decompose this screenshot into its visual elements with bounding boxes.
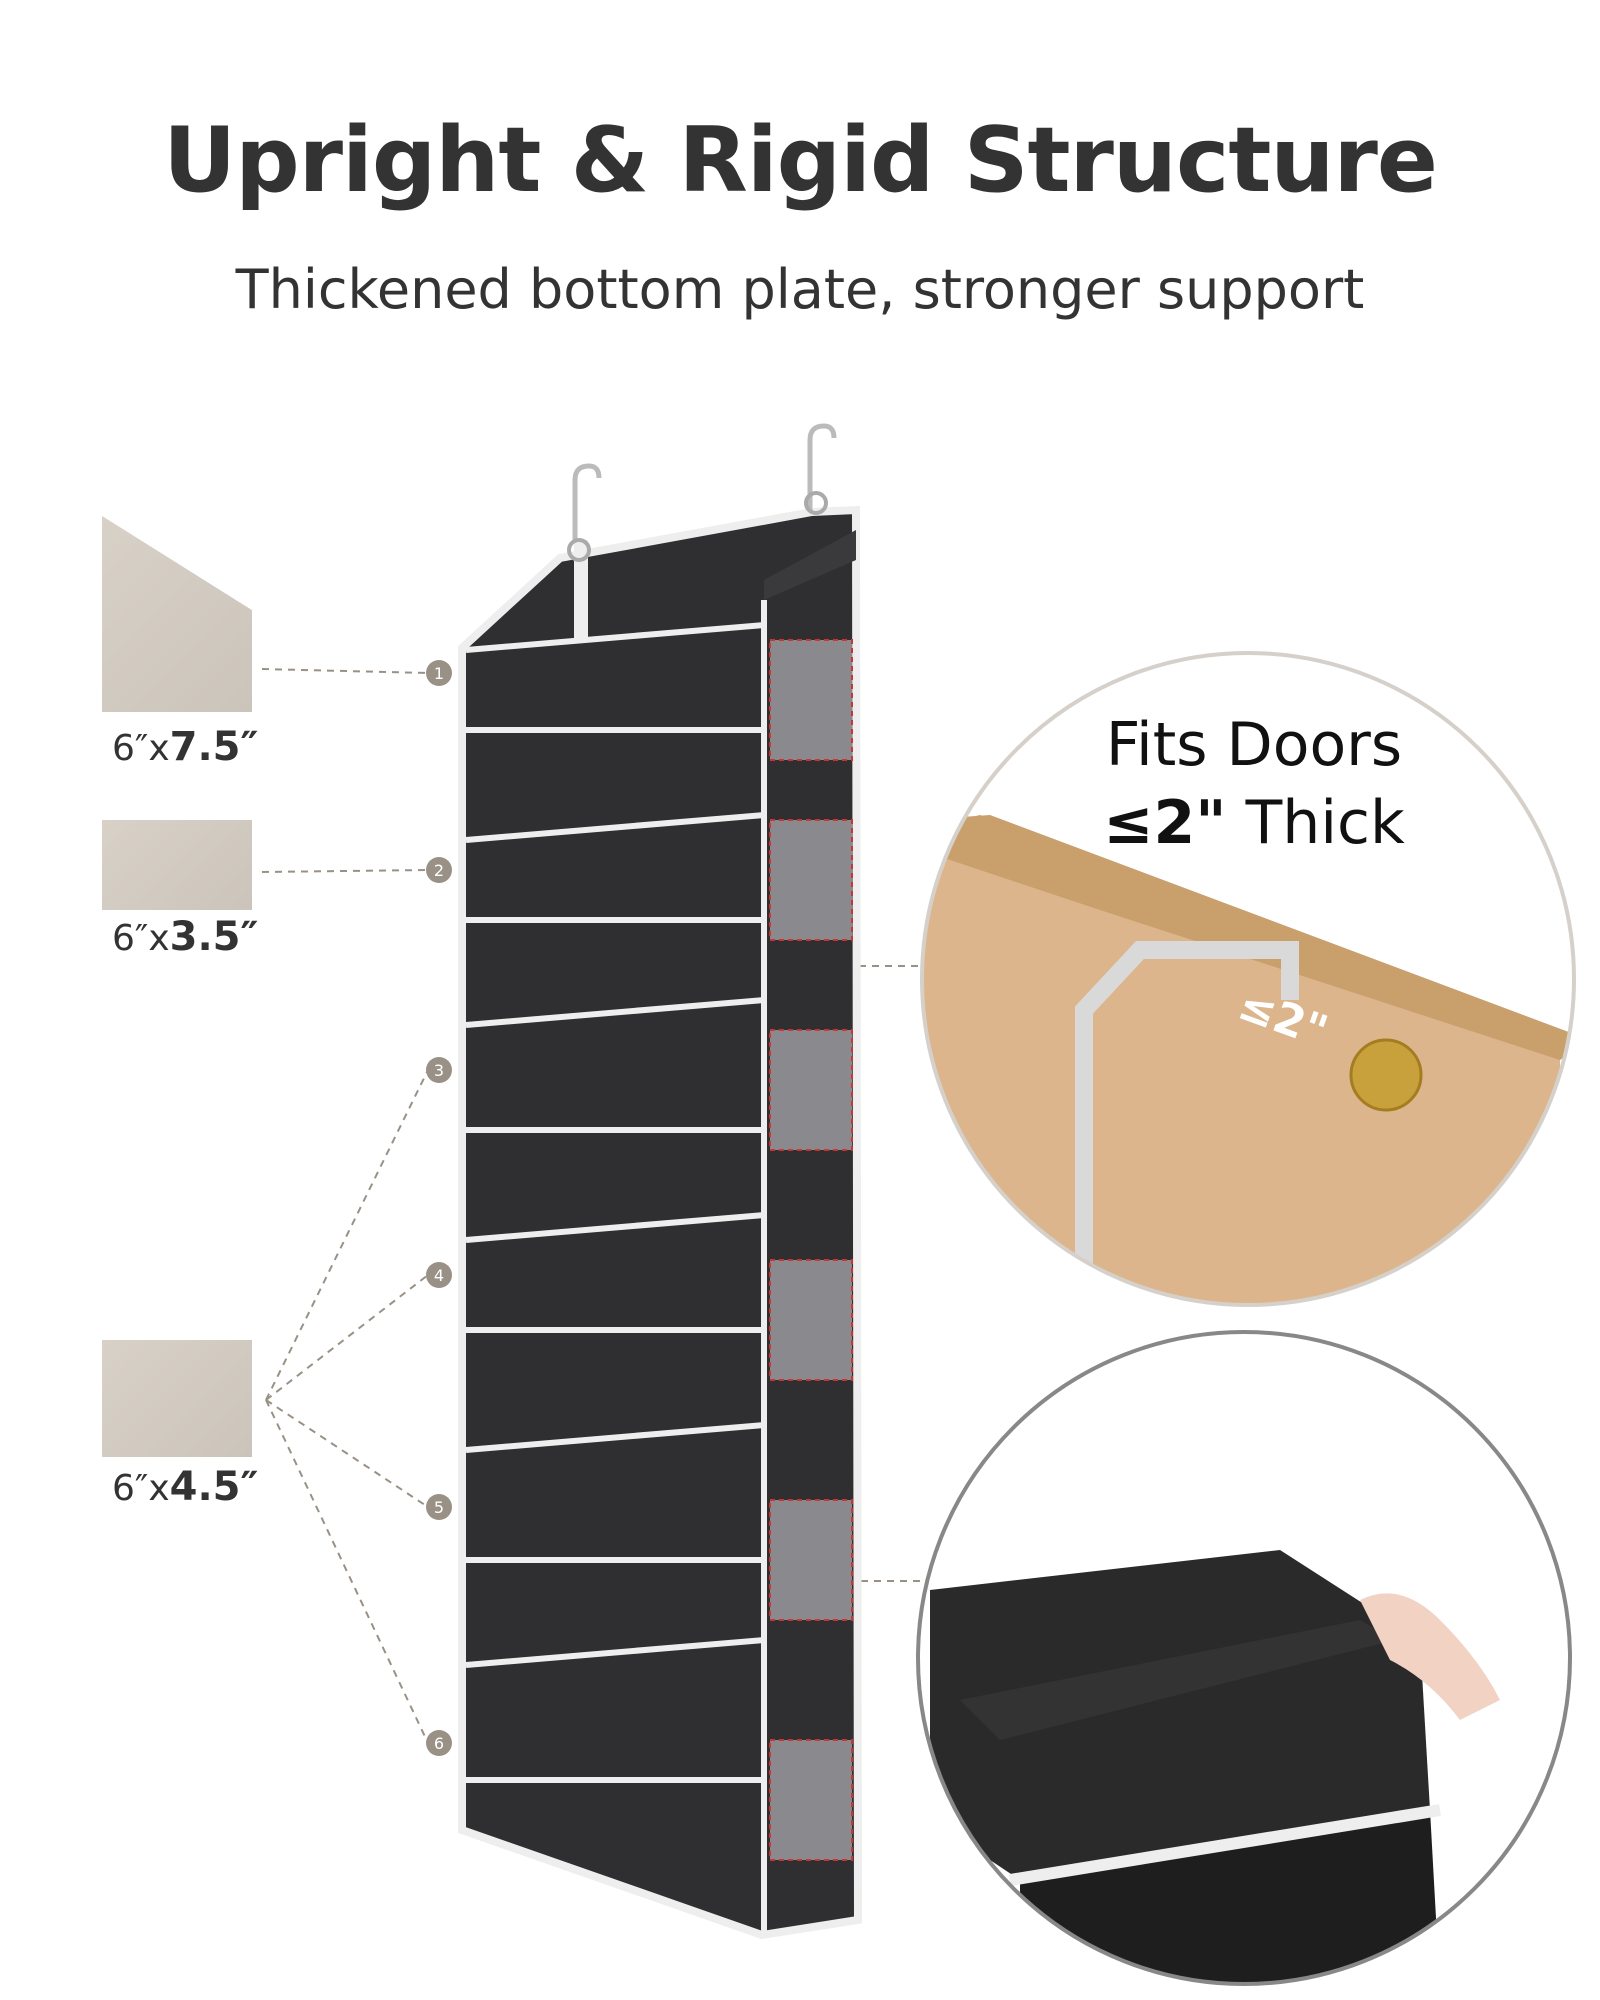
bottom-plate-detail [918,1332,1570,1984]
mesh-side-pocket [769,1499,853,1621]
shelf-marker [426,1730,452,1756]
shelf-marker [426,1494,452,1520]
shelf-marker [426,857,452,883]
mesh-side-pocket [769,639,853,761]
shelf-marker-number: 5 [434,1498,444,1517]
swatch-dimension-1: 6″x7.5″ [112,724,259,770]
shelf-edge [465,622,765,653]
swatch-dimension-3: 6″x4.5″ [112,1464,259,1510]
swatch-dimension-2: 6″x3.5″ [112,914,259,960]
mesh-side-pocket [769,1259,853,1381]
shelf-marker-number: 3 [434,1061,444,1080]
page-subtitle: Thickened bottom plate, stronger support [235,258,1365,321]
mesh-side-pocket [769,1029,853,1151]
shelf-edge [465,812,765,843]
shelf-edge [465,1212,765,1243]
callout-line-2: ≤2" Thick [1103,788,1405,858]
callout-line-1: Fits Doors [1105,710,1403,780]
swatch-bottom-plate-2 [102,820,252,910]
connector-lines [261,668,922,1744]
mesh-side-pocket [769,1739,853,1861]
shelf-marker [426,660,452,686]
mesh-side-pocket [769,819,853,941]
shelf-marker-number: 2 [434,861,444,880]
swatch-bottom-plate-3 [102,1340,252,1457]
shelf-marker-number: 1 [434,664,444,683]
shelf-edge [465,1422,765,1453]
shelf-marker [426,1057,452,1083]
shelf-marker-number: 4 [434,1266,444,1285]
shelf-edge [465,997,765,1028]
page-title: Upright & Rigid Structure [163,108,1438,213]
shelf-marker-number: 6 [434,1734,444,1753]
shelf-edge [465,1637,765,1668]
shelf-marker [426,1262,452,1288]
fits-doors-callout: Fits Doors ≤2" Thick [954,706,1554,862]
